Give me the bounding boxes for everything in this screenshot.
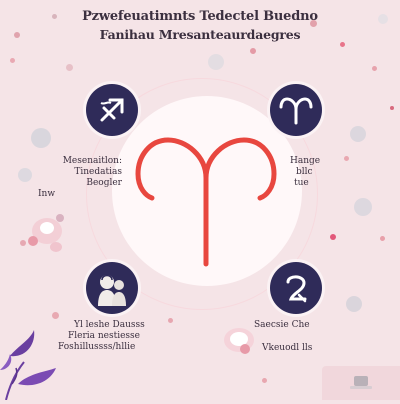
decor-dot (344, 156, 349, 161)
small-badge-icon (350, 376, 372, 389)
decor-dot (14, 32, 20, 38)
label-left-mid: Mesenaitlon: Tinedatias Beogler Inw (38, 156, 122, 199)
decor-dot (372, 66, 377, 71)
person-portrait-icon (98, 274, 126, 306)
label-bottom-right: Saecsie Che Vkeuodl lls (254, 320, 313, 353)
leo-glyph-icon (279, 97, 313, 125)
poster-title-line-2: Fanihau Mresanteaurdaegres (99, 27, 301, 42)
aries-glyph-icon (135, 137, 277, 267)
decor-dot (330, 234, 336, 240)
label-right-mid: Hange bllc tue (290, 156, 321, 188)
label-bottom-left: Yl leshe Dausss Fleria nestiesse Foshill… (58, 320, 145, 352)
decor-dot (18, 168, 32, 182)
floral-decoration (220, 324, 260, 358)
corner-card (322, 366, 400, 400)
decor-dot (250, 48, 256, 54)
decor-dot (10, 58, 15, 63)
decor-dot (168, 318, 173, 323)
decor-dot (346, 296, 362, 312)
sign-circle-top-left[interactable] (86, 84, 138, 136)
decor-dot (262, 378, 267, 383)
decor-dot (31, 128, 51, 148)
decor-dot (66, 64, 73, 71)
decor-dot (310, 20, 317, 27)
decor-dot (20, 240, 26, 246)
decor-dot (52, 14, 57, 19)
decor-dot (380, 236, 385, 241)
decor-dot (390, 106, 394, 110)
decor-dot (340, 42, 345, 47)
decor-dot (378, 14, 388, 24)
sagittarius-glyph-icon (100, 98, 124, 122)
decor-dot (52, 312, 59, 319)
decor-dot (350, 126, 366, 142)
sign-circle-bottom-right[interactable] (270, 262, 322, 314)
floral-decoration (26, 212, 72, 256)
decor-dot (354, 198, 372, 216)
sign-circle-top-right[interactable] (270, 84, 322, 136)
leaf-decoration-icon (0, 330, 56, 400)
number-two-glyph-icon (286, 275, 307, 303)
sign-circle-bottom-left[interactable] (86, 262, 138, 314)
poster-title-line-1: Pzwefeuatimnts Tedectel Buedno (82, 9, 318, 24)
wheel-ring (86, 78, 318, 310)
decor-dot (208, 54, 224, 70)
